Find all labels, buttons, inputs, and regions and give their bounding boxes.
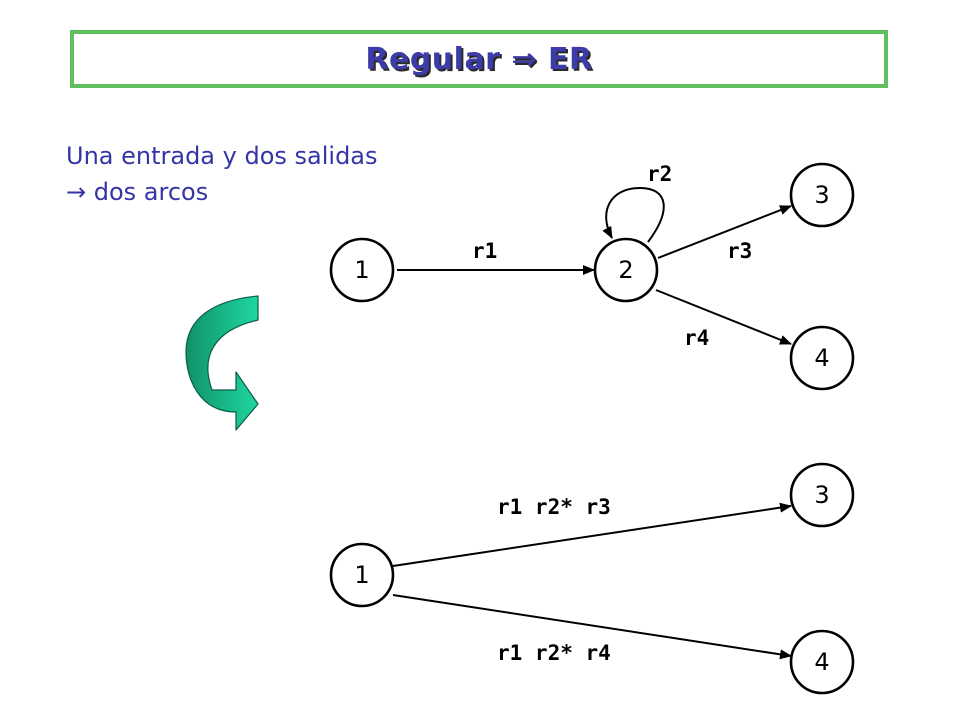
title-banner: Regular ⇒ ER [70,30,888,88]
edge-label-r2: r2 [647,162,672,186]
edge-1-to-4 [392,594,792,660]
node-1-bottom-label: 1 [354,561,369,589]
edge-1-to-3 [392,502,792,567]
node-2-top-label: 2 [618,256,633,284]
edge-2-to-4 [655,289,792,345]
edge-label-r3: r3 [727,239,752,263]
edge-label-r1r2r3: r1 r2* r3 [497,495,611,519]
node-3-top-label: 3 [814,181,829,209]
node-3-bottom-label: 3 [814,481,829,509]
node-3-top: 3 [789,162,855,228]
node-1-top-label: 1 [354,256,369,284]
subtitle-text: Una entrada y dos salidas → dos arcos [66,138,378,210]
node-2-top: 2 [593,237,659,303]
node-4-bottom: 4 [789,629,855,695]
top-diagram: r1 r2 r3 r4 1 2 3 4 [329,162,855,391]
subtitle-line-2: → dos arcos [66,178,209,206]
edge-2-self-loop [602,186,665,243]
slide-title: Regular ⇒ ER [365,41,593,77]
node-4-top-label: 4 [814,344,829,372]
edge-label-r4: r4 [684,326,709,350]
node-4-top: 4 [789,325,855,391]
subtitle-line-1: Una entrada y dos salidas [66,142,378,170]
node-3-bottom: 3 [789,462,855,528]
bottom-diagram: r1 r2* r3 r1 r2* r4 1 3 4 [329,462,855,695]
node-4-bottom-label: 4 [814,648,829,676]
edge-label-r1r2r4: r1 r2* r4 [497,641,611,665]
curved-down-arrow-icon [185,295,259,431]
edge-2-to-3 [657,205,792,259]
node-1-top: 1 [329,237,395,303]
edge-label-r1: r1 [472,239,497,263]
node-1-bottom: 1 [329,542,395,608]
